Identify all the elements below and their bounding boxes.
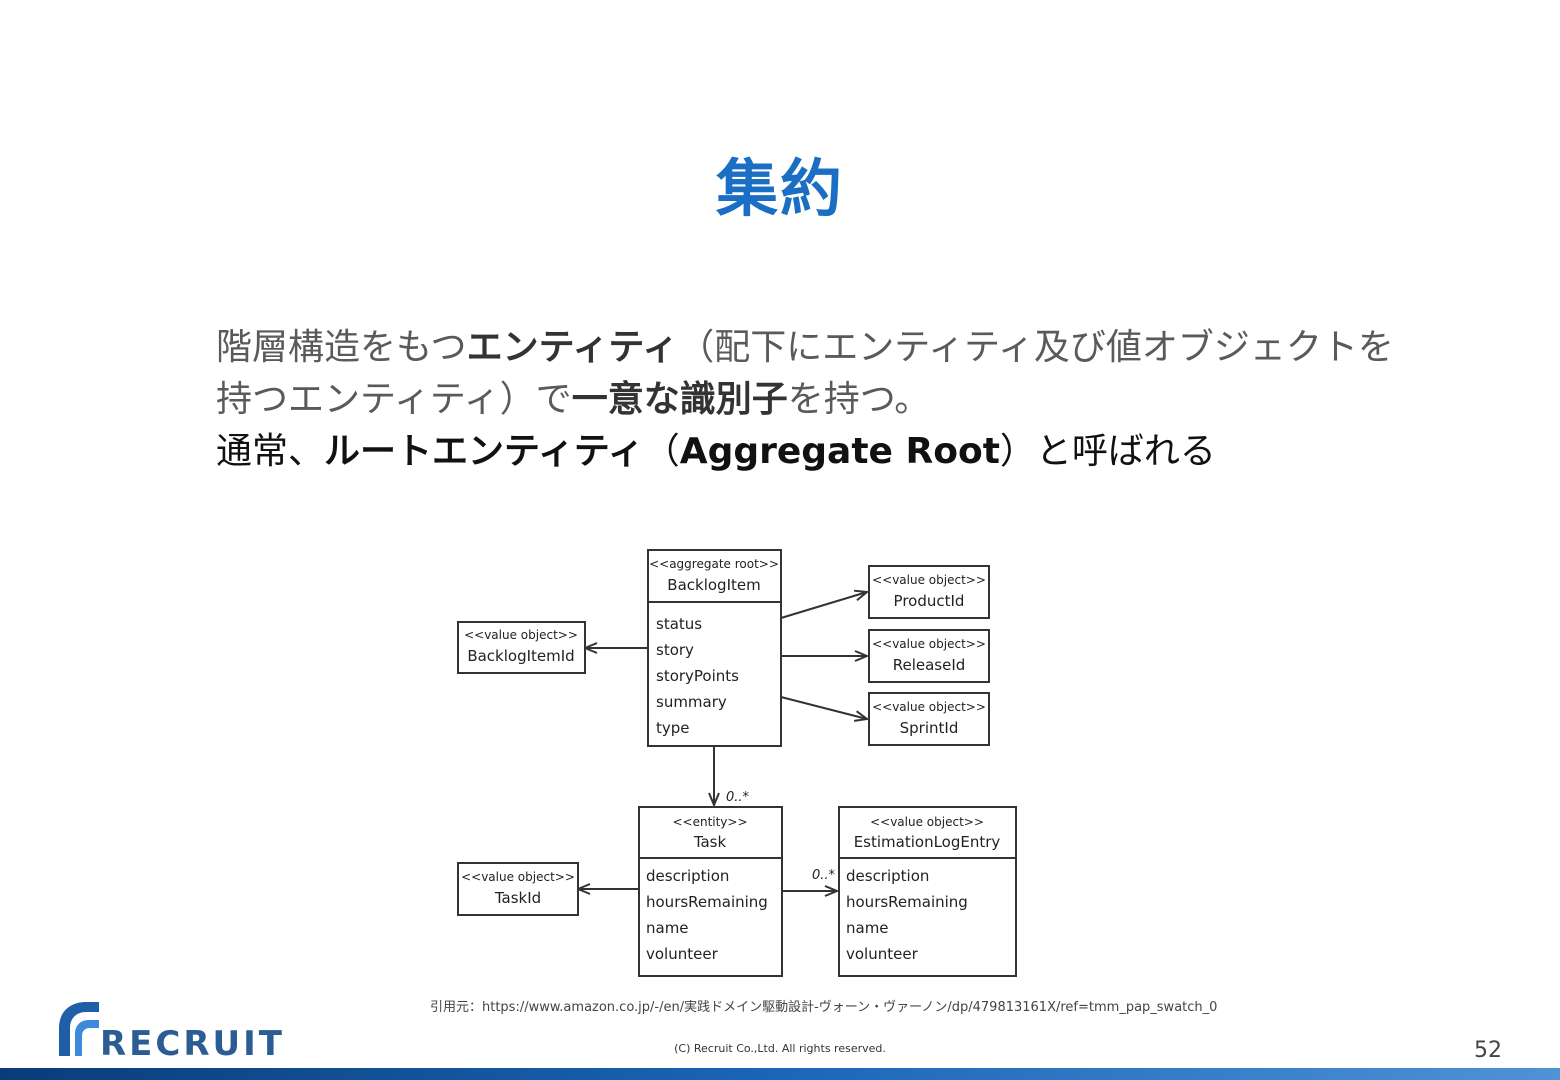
- para1-segment: エンティティ: [466, 327, 679, 368]
- para2-segment: Aggregate Root: [679, 431, 1000, 472]
- attribute: volunteer: [646, 945, 719, 963]
- page-number: 52: [1474, 1038, 1502, 1063]
- class-release-id: <<value object>> ReleaseId: [868, 629, 990, 683]
- class-backlog-item: <<aggregate root>> BacklogItem status st…: [647, 549, 782, 747]
- paragraph-aggregate-definition: 階層構造をもつエンティティ（配下にエンティティ及び値オブジェクトを持つエンティテ…: [216, 322, 1396, 426]
- attribute: name: [646, 919, 689, 937]
- class-name: Task: [693, 833, 727, 851]
- attribute: name: [846, 919, 889, 937]
- multiplicity-label: 0..*: [726, 790, 750, 805]
- class-product-id: <<value object>> ProductId: [868, 565, 990, 619]
- attribute: hoursRemaining: [846, 893, 968, 911]
- copyright-notice: (C) Recruit Co.,Ltd. All rights reserved…: [674, 1042, 886, 1055]
- para2-segment: （: [643, 431, 680, 472]
- class-name: EstimationLogEntry: [854, 833, 1001, 851]
- class-task-id: <<value object>> TaskId: [457, 862, 579, 916]
- recruit-logo-text: RECRUIT: [100, 1024, 285, 1064]
- class-task: <<entity>> Task description hoursRemaini…: [638, 806, 783, 977]
- para1-segment: を持つ。: [787, 379, 931, 420]
- class-name: SprintId: [900, 719, 959, 737]
- association-sprintid: [780, 696, 867, 719]
- stereotype-label: <<value object>>: [872, 637, 986, 651]
- attribute: type: [656, 719, 690, 737]
- para2-segment: ）と呼ばれる: [999, 431, 1216, 472]
- class-backlog-item-id: <<value object>> BacklogItemId: [457, 621, 586, 674]
- class-name: TaskId: [494, 889, 541, 907]
- class-name: BacklogItem: [667, 576, 760, 594]
- citation-source: 引用元：https://www.amazon.co.jp/-/en/実践ドメイン…: [430, 1000, 1218, 1015]
- stereotype-label: <<aggregate root>>: [649, 557, 779, 571]
- attribute: status: [656, 615, 702, 633]
- para1-segment: 階層構造をもつ: [216, 327, 467, 368]
- attribute: story: [656, 641, 694, 659]
- class-name: BacklogItemId: [467, 647, 574, 665]
- bottom-gradient-bar: [0, 1068, 1560, 1080]
- attribute: hoursRemaining: [646, 893, 768, 911]
- multiplicity-label: 0..*: [812, 868, 836, 883]
- class-sprint-id: <<value object>> SprintId: [868, 692, 990, 746]
- stereotype-label: <<value object>>: [464, 628, 578, 642]
- stereotype-label: <<value object>>: [872, 700, 986, 714]
- attribute: description: [646, 867, 729, 885]
- attribute: description: [846, 867, 929, 885]
- class-name: ProductId: [894, 592, 965, 610]
- class-name: ReleaseId: [893, 656, 966, 674]
- stereotype-label: <<value object>>: [872, 573, 986, 587]
- recruit-logo-icon: [59, 1002, 99, 1056]
- para2-segment: ルートエンティティ: [324, 431, 644, 472]
- stereotype-label: <<entity>>: [672, 815, 747, 829]
- uml-class-diagram: <<aggregate root>> BacklogItem status st…: [457, 549, 1017, 977]
- para1-segment: 一意な識別子: [571, 379, 788, 420]
- class-estimation-log-entry: <<value object>> EstimationLogEntry desc…: [838, 806, 1017, 977]
- attribute: storyPoints: [656, 667, 739, 685]
- association-productid: [780, 592, 867, 619]
- stereotype-label: <<value object>>: [461, 870, 575, 884]
- para2-segment: 通常、: [216, 431, 325, 472]
- paragraph-aggregate-root: 通常、ルートエンティティ（Aggregate Root）と呼ばれる: [216, 426, 1396, 478]
- para1-segment: （配下にエンティティ及び値オブジェクトを持つエンティティ）で: [216, 327, 1394, 420]
- slide-title: 集約: [715, 152, 844, 225]
- stereotype-label: <<value object>>: [870, 815, 984, 829]
- attribute: volunteer: [846, 945, 919, 963]
- attribute: summary: [656, 693, 727, 711]
